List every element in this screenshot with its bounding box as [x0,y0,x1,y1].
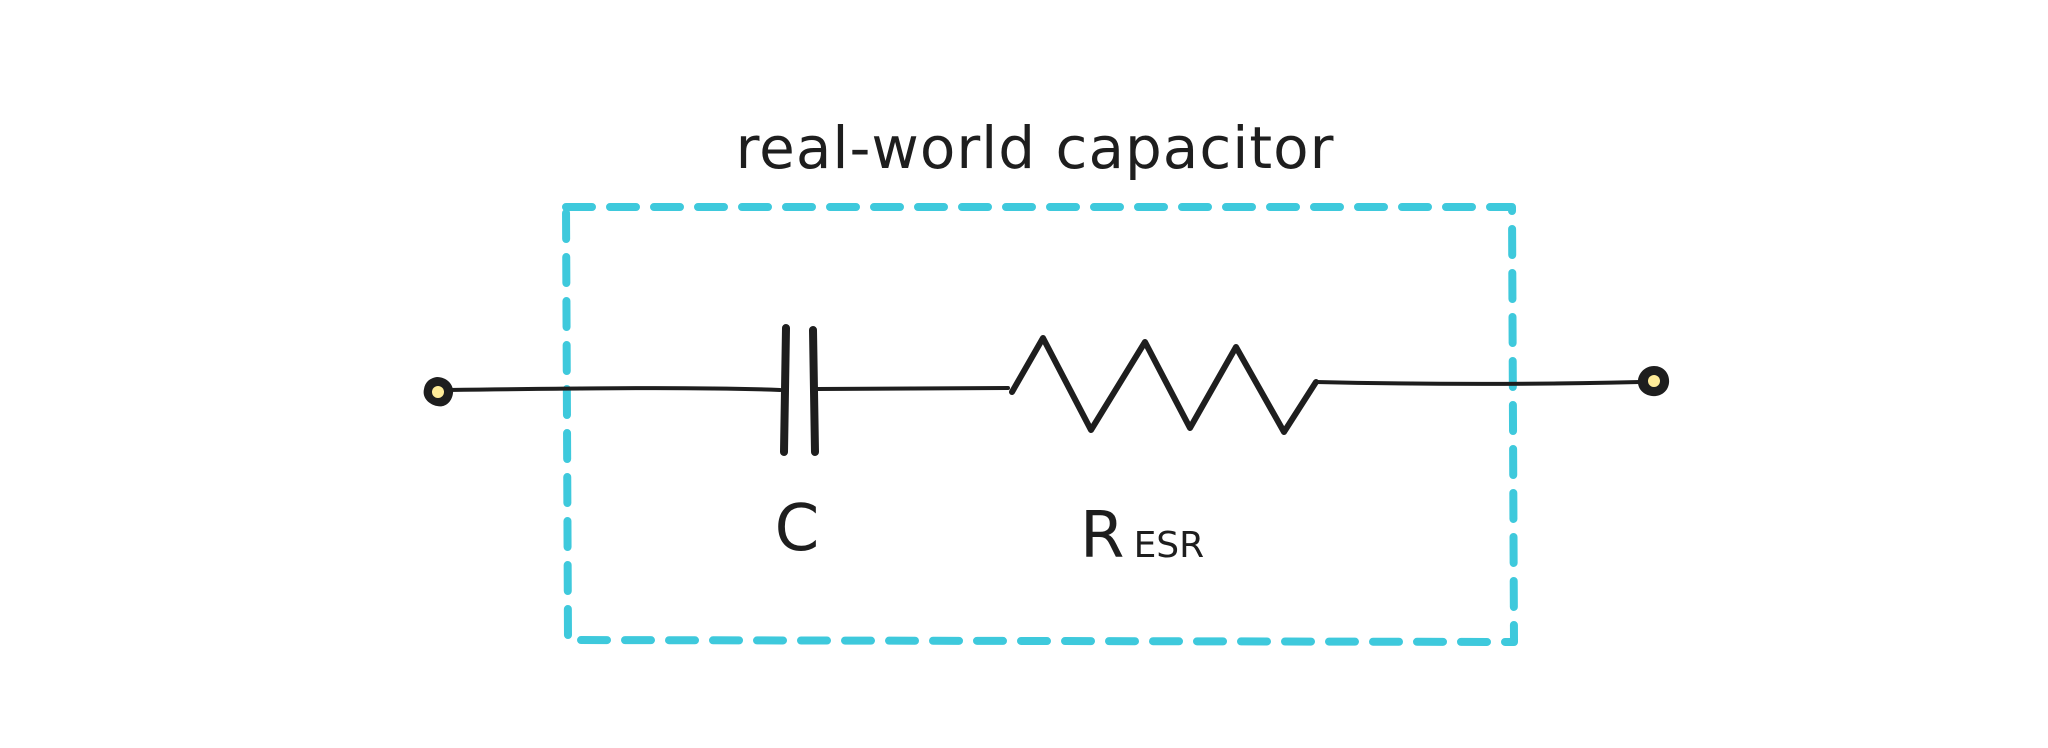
resistor-label: R ESR [1080,499,1204,573]
resistor-label-subscript: ESR [1134,525,1205,566]
resistor-symbol [1009,335,1319,435]
capacitor-label: C [775,492,820,566]
capacitor-plate-left [780,324,790,456]
diagram-title: real-world capacitor [736,114,1335,182]
wire-right [1314,380,1642,386]
resistor-label-main: R [1080,499,1124,573]
capacitor-plate-right [809,326,819,456]
wire-middle [816,386,1010,391]
wire-left [446,386,782,392]
component-boundary-box [562,203,1518,646]
terminal-left [423,377,454,407]
terminal-right [1637,366,1670,397]
capacitor-symbol [780,324,819,456]
